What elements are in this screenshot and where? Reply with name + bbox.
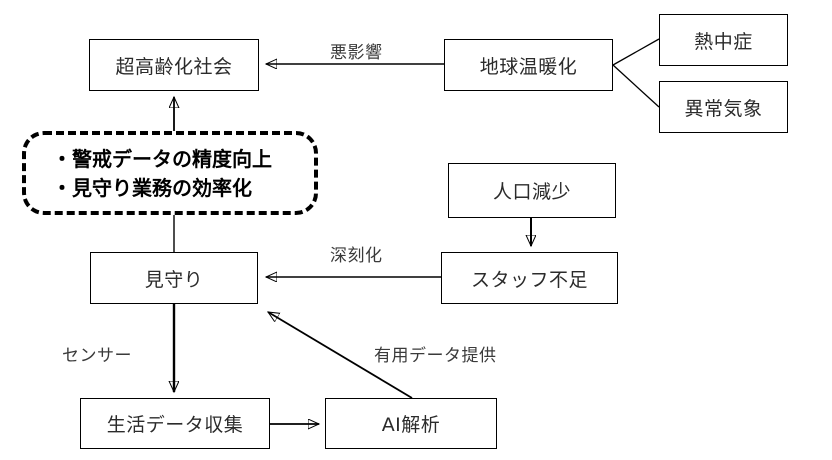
node-heat-stroke[interactable]: 熱中症 [659,14,788,66]
node-super-aged-society[interactable]: 超高齢化社会 [89,39,259,91]
node-label: スタッフ不足 [470,268,588,291]
node-global-warming[interactable]: 地球温暖化 [444,39,613,91]
node-label: 見守り [144,268,204,291]
node-abnormal-weather[interactable]: 異常気象 [659,81,788,133]
edge-label-useful-data-provision: 有用データ提供 [374,341,497,366]
edge-global-warming-to-abnormal-weather [612,64,660,108]
node-population-decline[interactable]: 人口減少 [448,163,616,218]
edge-label-bad-influence: 悪影響 [330,38,383,63]
edge-label-sensor: センサー [62,341,132,366]
node-label: 地球温暖化 [479,55,578,78]
node-label: 異常気象 [684,97,763,120]
edge-label-text: 有用データ提供 [374,346,497,366]
node-outcomes-callout[interactable]: ・警戒データの精度向上 ・見守り業務の効率化 [22,131,318,215]
node-label: 熱中症 [694,30,753,53]
outcome-line-1: ・警戒データの精度向上 [52,147,272,171]
node-ai-analysis[interactable]: AI解析 [325,398,497,449]
edge-label-worsening: 深刻化 [330,241,383,266]
node-label: 生活データ収集 [106,414,244,436]
edge-ai-analysis-to-watching-over [268,311,413,399]
node-watching-over[interactable]: 見守り [90,252,258,304]
node-label: 人口減少 [492,181,571,203]
node-label: 超高齢化社会 [115,55,233,78]
node-label: AI解析 [381,414,441,436]
edge-global-warming-to-heat-stroke [612,38,660,66]
edge-label-text: 深刻化 [330,246,383,266]
outcome-line-2: ・見守り業務の効率化 [52,176,252,200]
edge-label-text: 悪影響 [330,43,383,63]
edge-label-text: センサー [62,346,132,366]
node-life-data-collection[interactable]: 生活データ収集 [80,398,270,449]
node-staff-shortage[interactable]: スタッフ不足 [441,252,618,304]
